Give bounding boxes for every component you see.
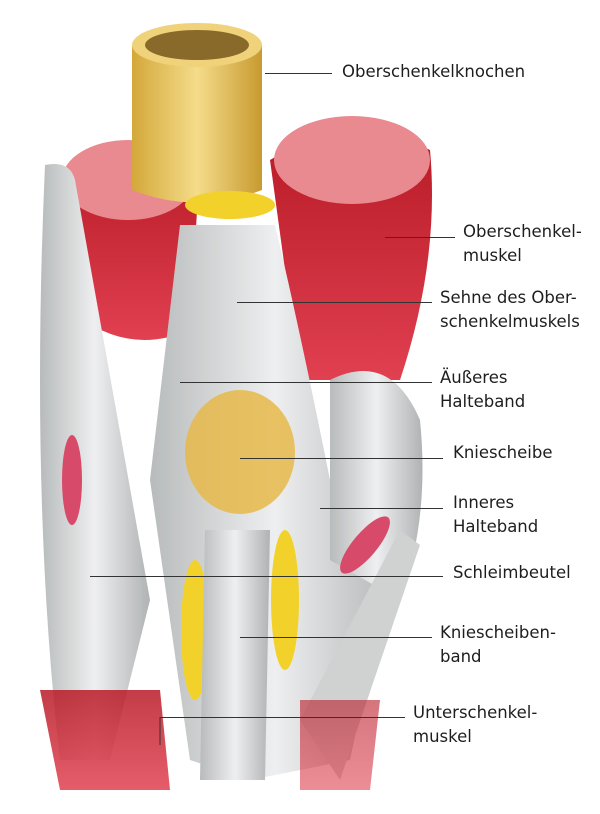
femur-shape	[132, 23, 275, 219]
label-patellar-ligament: Kniescheiben-band	[440, 623, 556, 666]
leader-line	[237, 302, 432, 303]
label-bursa: Schleimbeutel	[453, 563, 571, 582]
leader-line	[265, 73, 332, 74]
leader-line	[385, 237, 455, 238]
label-femur: Oberschenkelknochen	[342, 62, 526, 81]
fat-pad-shape	[181, 560, 209, 700]
leader-line	[90, 576, 443, 577]
label-patella: Kniescheibe	[453, 443, 553, 462]
patella-shape	[185, 390, 295, 514]
label-thigh-muscle: Oberschenkel-muskel	[463, 222, 582, 265]
leader-line	[320, 508, 443, 509]
calf-muscle-shape	[40, 690, 170, 790]
leader-line	[240, 458, 443, 459]
patellar-ligament-shape	[200, 530, 270, 780]
label-calf-muscle: Unterschenkel-muskel	[413, 703, 538, 746]
label-quad-tendon: Sehne des Ober-schenkelmuskels	[440, 288, 580, 331]
leader-line	[240, 637, 432, 638]
leader-line	[160, 717, 405, 718]
bursa-shape	[62, 435, 82, 525]
leader-line	[180, 382, 432, 383]
